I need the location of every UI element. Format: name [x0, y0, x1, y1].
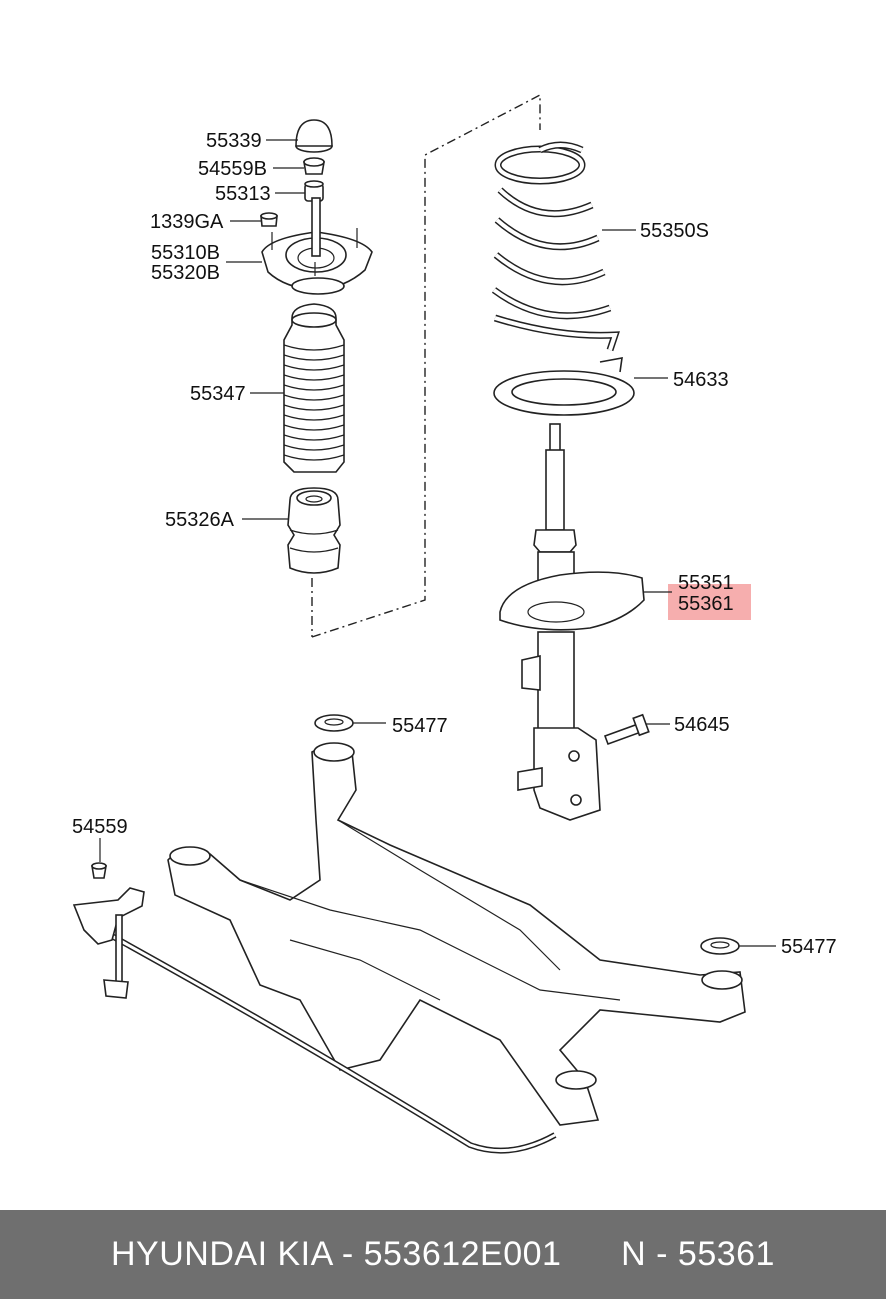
strut-mount-part: [261, 197, 373, 295]
stabilizer-bar-part: [72, 887, 557, 1154]
label-55477-lower: 55477: [781, 936, 837, 958]
label-55326a: 55326A: [165, 509, 235, 531]
footer-spacer: [561, 1235, 621, 1274]
highlight-box: [668, 584, 751, 620]
parts-diagram: 55339 54559B 55313 1339GA 55310B 55320B …: [72, 93, 837, 1154]
bump-stopper-part: [287, 487, 341, 574]
label-55361: 55361: [678, 593, 734, 615]
label-54559: 54559: [72, 816, 128, 838]
strut-body-part: [499, 529, 645, 821]
link-nut-part: [91, 862, 107, 879]
dust-cap-part: [295, 119, 333, 153]
label-54645: 54645: [674, 714, 730, 736]
assembly-boundary: [311, 93, 541, 638]
label-55339: 55339: [206, 130, 262, 152]
label-55320b: 55320B: [151, 262, 220, 284]
label-54633: 54633: [673, 369, 729, 391]
footer-part-number: HYUNDAI KIA - 553612E001: [111, 1235, 562, 1273]
label-55347: 55347: [190, 383, 246, 405]
label-55477-upper: 55477: [392, 715, 448, 737]
piston-rod-part: [545, 423, 565, 531]
flange-nut-part: [260, 212, 278, 227]
label-55313: 55313: [215, 183, 271, 205]
mount-washer-upper: [314, 714, 354, 732]
coil-spring-part: [491, 141, 620, 352]
footer-bar: HYUNDAI KIA - 553612E001 N - 55361: [0, 1210, 886, 1299]
label-55351: 55351: [678, 572, 734, 594]
bolt-part: [603, 713, 650, 746]
mount-washer-lower: [700, 937, 740, 955]
label-55310b: 55310B: [151, 242, 220, 264]
leader-lines: [99, 139, 776, 947]
nut-part: [303, 157, 325, 175]
label-55350s: 55350S: [640, 220, 709, 242]
dust-boot-part: [283, 303, 345, 473]
spring-pad-part: [493, 357, 635, 416]
label-1339ga: 1339GA: [150, 211, 224, 233]
footer-reference: N - 55361: [621, 1235, 775, 1273]
label-54559b: 54559B: [198, 158, 267, 180]
crossmember-part: [167, 742, 746, 1126]
